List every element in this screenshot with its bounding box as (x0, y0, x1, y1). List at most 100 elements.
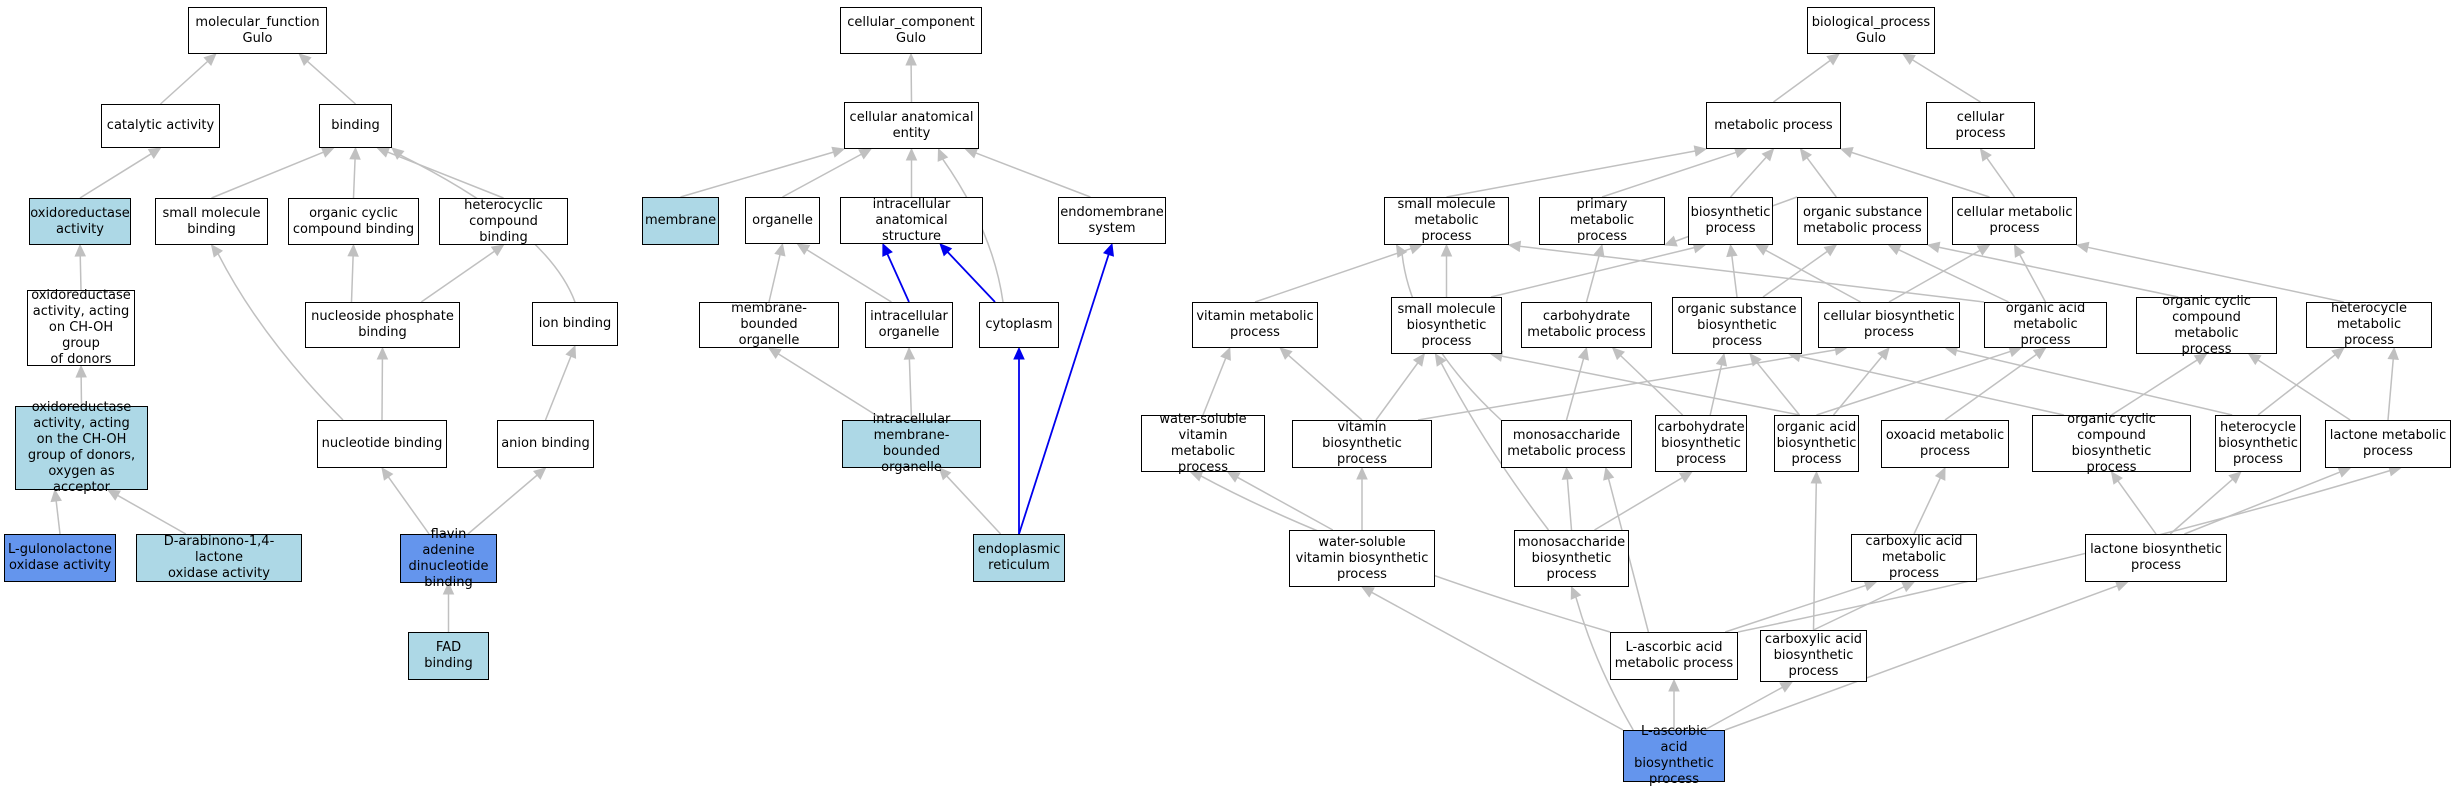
arrowhead-icon (1669, 680, 1679, 691)
node-membrane[interactable]: membrane (642, 197, 719, 245)
node-water-soluble-vitamin-metabolic-process[interactable]: water-soluble vitamin metabolic process (1141, 415, 1265, 472)
node-mf-root[interactable]: molecular_function Gulo (188, 7, 327, 54)
edge-vitamin_biosynthetic-to-small_mol_biosynthetic (1376, 363, 1418, 420)
node-oxidoreductase-choh[interactable]: oxidoreductase activity, acting on CH-OH… (27, 290, 135, 366)
arrowhead-icon (2015, 245, 2025, 257)
node-organic-cyclic-compound-metabolic-process[interactable]: organic cyclic compound metabolic proces… (2136, 297, 2277, 354)
node-l-ascorbic-acid-metabolic-process[interactable]: L-ascorbic acid metabolic process (1610, 632, 1738, 680)
node-organic-substance-metabolic-process[interactable]: organic substance metabolic process (1797, 197, 1928, 245)
node-l-gulonolactone-oxidase[interactable]: L-gulonolactone oxidase activity (4, 534, 116, 582)
node-organic-acid-metabolic-process[interactable]: organic acid metabolic process (1984, 302, 2107, 348)
node-small-molecule-biosynthetic-process[interactable]: small molecule biosynthetic process (1391, 297, 1502, 354)
edge-l_gulonolactone-to-oxido_oxygen (56, 501, 60, 534)
arrowhead-icon (382, 468, 392, 480)
node-primary-metabolic-process[interactable]: primary metabolic process (1539, 197, 1665, 245)
node-oxoacid-metabolic-process[interactable]: oxoacid metabolic process (1881, 420, 2009, 468)
arrowhead-icon (377, 348, 387, 359)
node-nucleoside-phosphate-binding[interactable]: nucleoside phosphate binding (305, 302, 460, 348)
arrowhead-icon (492, 245, 504, 255)
arrowhead-icon (1362, 587, 1374, 597)
node-carboxylic-acid-metabolic-process[interactable]: carboxylic acid metabolic process (1851, 534, 1977, 582)
node-heterocycle-biosynthetic-process[interactable]: heterocycle biosynthetic process (2215, 415, 2301, 472)
node-metabolic-process[interactable]: metabolic process (1706, 102, 1841, 149)
node-cellular-anatomical-entity[interactable]: cellular anatomical entity (844, 102, 979, 149)
node-endoplasmic-reticulum[interactable]: endoplasmic reticulum (973, 534, 1065, 582)
node-fad-dinucleotide-binding[interactable]: flavin adenine dinucleotide binding (400, 534, 497, 583)
node-intracellular-anatomical-structure[interactable]: intracellular anatomical structure (840, 197, 983, 244)
edge-heterocyclic_binding-to-binding (388, 152, 504, 198)
node-cc-root[interactable]: cellular_component Gulo (840, 7, 982, 54)
node-cellular-metabolic-process[interactable]: cellular metabolic process (1952, 197, 2077, 245)
arrowhead-icon (798, 244, 810, 254)
edge-cellular_biosynthetic-to-biosynthetic (1766, 250, 1861, 302)
node-lactone-biosynthetic-process[interactable]: lactone biosynthetic process (2085, 534, 2227, 582)
node-carbohydrate-metabolic-process[interactable]: carbohydrate metabolic process (1521, 302, 1652, 348)
edge-oxidoreductase-to-catalytic (80, 154, 151, 198)
arrowhead-icon (1734, 148, 1746, 157)
arrowhead-icon (1579, 348, 1589, 360)
arrowhead-icon (149, 148, 161, 158)
edge-oxido_choh-to-oxidoreductase (80, 256, 81, 290)
node-cellular-biosynthetic-process[interactable]: cellular biosynthetic process (1818, 302, 1960, 348)
node-biosynthetic-process[interactable]: biosynthetic process (1688, 197, 1773, 245)
edge-carboxylic_metabolic-to-oxoacid_metabolic (1914, 478, 1940, 534)
node-nucleotide-binding[interactable]: nucleotide binding (317, 420, 447, 468)
node-cytoplasm[interactable]: cytoplasm (979, 302, 1059, 348)
node-organelle[interactable]: organelle (745, 197, 820, 244)
edge-fad_dinucleotide-to-nucleotide_binding (388, 477, 429, 534)
arrowhead-icon (2388, 348, 2398, 359)
edge-org_subst_metabolic-to-metabolic (1807, 158, 1836, 197)
node-organic-cyclic-compound-binding[interactable]: organic cyclic compound binding (288, 198, 419, 245)
arrowhead-icon (322, 148, 334, 157)
arrowhead-icon (1409, 244, 1421, 253)
arrowhead-icon (1756, 245, 1768, 255)
node-intracellular-organelle[interactable]: intracellular organelle (865, 302, 953, 348)
arrowhead-icon (2332, 348, 2344, 359)
node-intracellular-membrane-bounded-organelle[interactable]: intracellular membrane-bounded organelle (842, 420, 981, 468)
node-small-molecule-binding[interactable]: small molecule binding (155, 198, 268, 245)
node-organic-cyclic-compound-biosynthetic-process[interactable]: organic cyclic compound biosynthetic pro… (2032, 415, 2191, 472)
arrowhead-icon (966, 148, 978, 157)
node-monosaccharide-metabolic-process[interactable]: monosaccharide metabolic process (1501, 420, 1632, 468)
arrowhead-icon (1221, 348, 1230, 360)
node-small-molecule-metabolic-process[interactable]: small molecule metabolic process (1384, 197, 1509, 245)
arrowhead-icon (348, 245, 358, 256)
arrowhead-icon (1509, 241, 1521, 251)
node-endomembrane-system[interactable]: endomembrane system (1058, 197, 1166, 244)
node-organic-substance-biosynthetic-process[interactable]: organic substance biosynthetic process (1672, 297, 1802, 354)
edge-er-to-endomembrane (1019, 254, 1109, 534)
node-fad-binding[interactable]: FAD binding (408, 632, 489, 680)
node-bp-root[interactable]: biological_process Gulo (1807, 7, 1935, 54)
node-l-ascorbic-acid-biosynthetic-process[interactable]: L-ascorbic acid biosynthetic process (1623, 730, 1725, 782)
node-monosaccharide-biosynthetic-process[interactable]: monosaccharide biosynthetic process (1514, 530, 1629, 587)
node-cellular-process[interactable]: cellular process (1926, 102, 2035, 149)
node-oxidoreductase-oxygen-acceptor[interactable]: oxidoreductase activity, acting on the C… (15, 406, 148, 490)
node-anion-binding[interactable]: anion binding (497, 420, 594, 468)
edge-org_acid_metabolic-to-cellular_metabolic (2020, 255, 2046, 302)
edge-lactone_metabolic-to-org_cyclic_metabolic (2258, 360, 2350, 420)
node-ion-binding[interactable]: ion binding (532, 302, 618, 346)
node-d-arabinono-lactone-oxidase[interactable]: D-arabinono-1,4-lactone oxidase activity (136, 534, 302, 582)
node-organic-acid-biosynthetic-process[interactable]: organic acid biosynthetic process (1774, 415, 1859, 472)
node-oxidoreductase-activity[interactable]: oxidoreductase activity (29, 198, 131, 245)
edge-oxoacid_metabolic-to-org_acid_metabolic (1945, 354, 2037, 420)
node-carbohydrate-biosynthetic-process[interactable]: carbohydrate biosynthetic process (1655, 415, 1747, 472)
node-heterocycle-metabolic-process[interactable]: heterocycle metabolic process (2306, 302, 2432, 348)
arrowhead-icon (769, 348, 781, 358)
node-binding[interactable]: binding (319, 104, 392, 148)
edge-monosacch_biosynthetic-to-monosacch_metabolic (1567, 479, 1571, 530)
edge-intra_mb_organelle-to-membrane_bounded (778, 354, 883, 420)
node-carboxylic-acid-biosynthetic-process[interactable]: carboxylic acid biosynthetic process (1760, 630, 1867, 682)
node-vitamin-biosynthetic-process[interactable]: vitamin biosynthetic process (1292, 420, 1432, 468)
node-water-soluble-vitamin-biosynthetic-process[interactable]: water-soluble vitamin biosynthetic proce… (1289, 530, 1435, 587)
arrowhead-icon (1977, 245, 1989, 255)
arrowhead-icon (1104, 244, 1114, 256)
arrowhead-icon (1801, 149, 1812, 161)
node-membrane-bounded-organelle[interactable]: membrane-bounded organelle (699, 302, 839, 348)
arrowhead-icon (1442, 245, 1452, 256)
node-heterocyclic-compound-binding[interactable]: heterocyclic compound binding (439, 198, 568, 245)
arrowhead-icon (775, 244, 785, 256)
node-catalytic-activity[interactable]: catalytic activity (101, 104, 220, 148)
node-lactone-metabolic-process[interactable]: lactone metabolic process (2325, 420, 2451, 468)
node-vitamin-metabolic-process[interactable]: vitamin metabolic process (1192, 302, 1318, 348)
